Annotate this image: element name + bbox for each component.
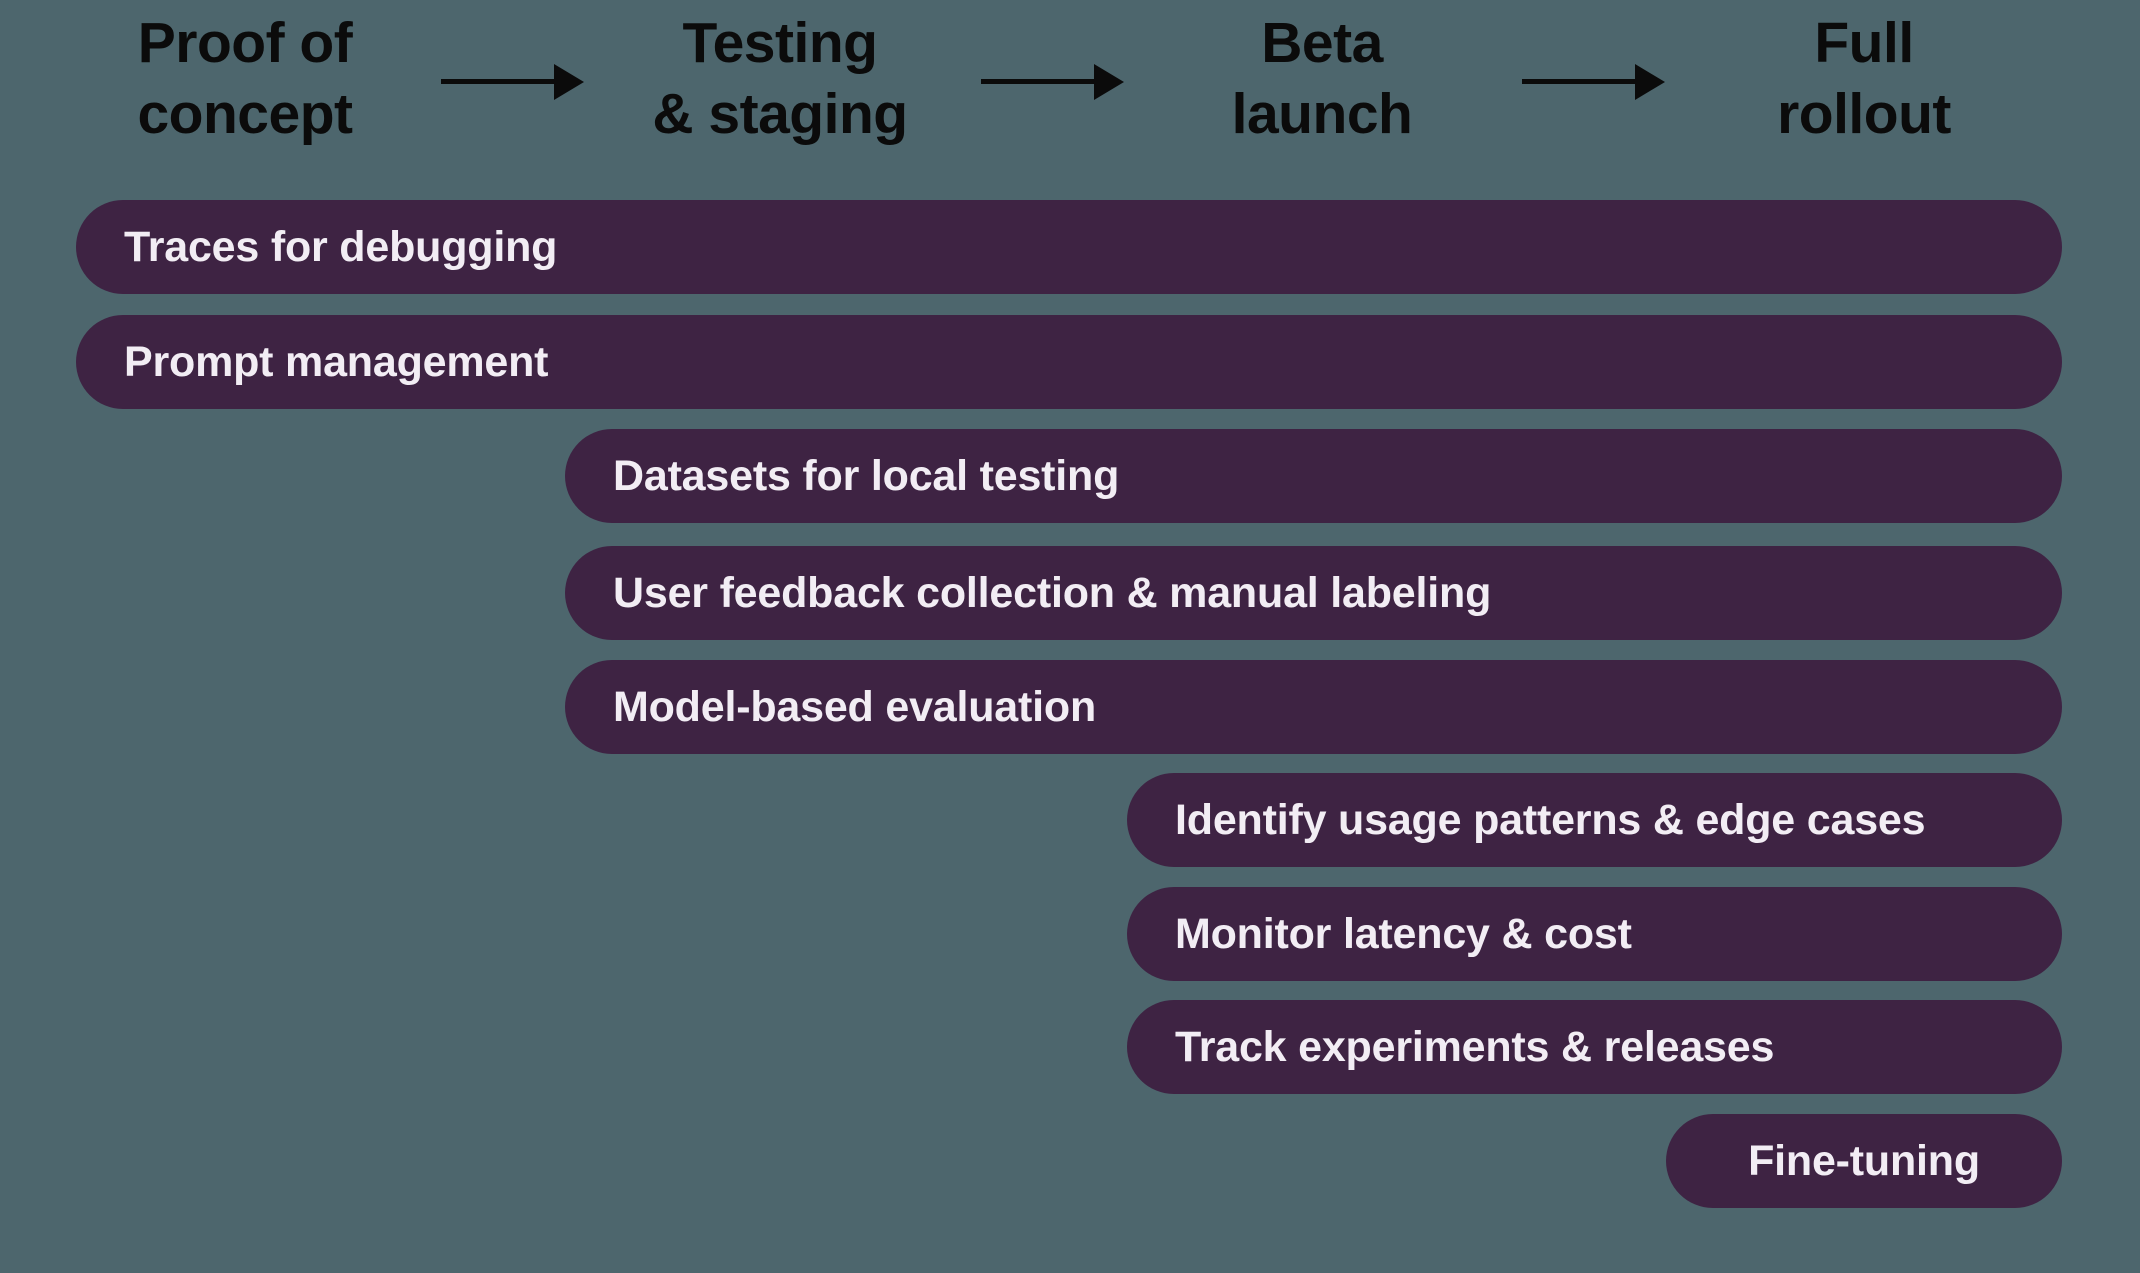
stage-header-line: Beta	[1261, 11, 1383, 75]
bar-label: Traces for debugging	[124, 222, 558, 271]
arrow-shaft	[981, 79, 1095, 84]
bar-traces-for-debugging: Traces for debugging	[76, 200, 2062, 294]
stage-header-line: Proof of	[137, 11, 353, 75]
stage-header-line: launch	[1231, 82, 1413, 146]
bar-label: Fine-tuning	[1748, 1136, 1980, 1185]
stage-header-line: & staging	[652, 82, 908, 146]
bar-label: Datasets for local testing	[613, 451, 1120, 500]
bar-label: Track experiments & releases	[1175, 1022, 1775, 1071]
arrow-head	[1094, 64, 1124, 100]
arrow-right-icon	[981, 64, 1124, 100]
bar-fine-tuning: Fine-tuning	[1666, 1114, 2062, 1208]
bar-label: Prompt management	[124, 337, 549, 386]
stage-header-proof-of-concept: Proof of concept	[25, 8, 465, 150]
bar-identify-usage-patterns: Identify usage patterns & edge cases	[1127, 773, 2062, 867]
arrow-right-icon	[1522, 64, 1665, 100]
bar-label: Monitor latency & cost	[1175, 909, 1632, 958]
bar-label: User feedback collection & manual labeli…	[613, 568, 1492, 617]
bar-model-based-evaluation: Model-based evaluation	[565, 660, 2062, 754]
arrow-right-icon	[441, 64, 584, 100]
bar-track-experiments-releases: Track experiments & releases	[1127, 1000, 2062, 1094]
bar-prompt-management: Prompt management	[76, 315, 2062, 409]
arrow-head	[554, 64, 584, 100]
bar-label: Identify usage patterns & edge cases	[1175, 795, 1926, 844]
stage-header-testing-staging: Testing & staging	[560, 8, 1000, 150]
stage-header-line: concept	[137, 82, 353, 146]
bar-datasets-for-local-testing: Datasets for local testing	[565, 429, 2062, 523]
stage-header-line: rollout	[1777, 82, 1951, 146]
stage-header-beta-launch: Beta launch	[1102, 8, 1542, 150]
arrow-shaft	[1522, 79, 1636, 84]
stage-header-line: Full	[1814, 11, 1914, 75]
bar-label: Model-based evaluation	[613, 682, 1097, 731]
arrow-shaft	[441, 79, 555, 84]
stage-header-line: Testing	[682, 11, 878, 75]
stage-header-full-rollout: Full rollout	[1644, 8, 2084, 150]
bar-user-feedback-collection: User feedback collection & manual labeli…	[565, 546, 2062, 640]
arrow-head	[1635, 64, 1665, 100]
bar-monitor-latency-cost: Monitor latency & cost	[1127, 887, 2062, 981]
